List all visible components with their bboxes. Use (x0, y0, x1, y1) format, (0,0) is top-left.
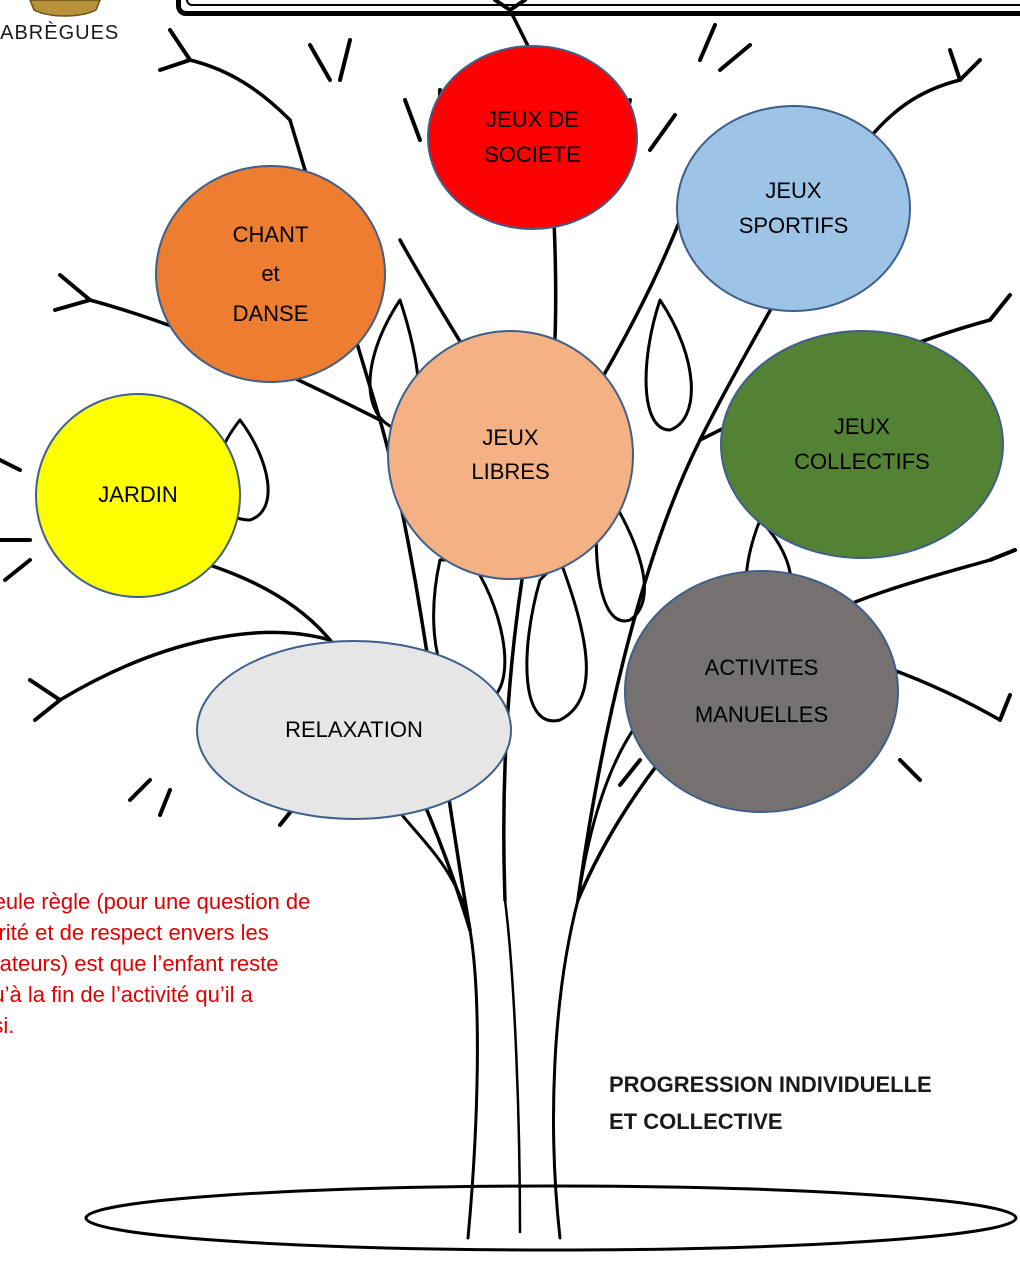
bubble-label-line: JEUX (833, 414, 891, 440)
bubble-jardin: JARDIN (35, 393, 241, 598)
progression-text: PROGRESSION INDIVIDUELLE ET COLLECTIVE (609, 1066, 1009, 1140)
rule-line: choisi. (0, 1013, 15, 1038)
tree-trunk (388, 718, 642, 1240)
trunk-inner (503, 898, 522, 1234)
bubble-label-line: et (261, 261, 280, 287)
bubble-label-line: RELAXATION (285, 716, 423, 742)
ground-ellipse (84, 1184, 1018, 1252)
bubble-label-line: ACTIVITES (704, 655, 819, 681)
tree-twigs (0, 0, 1017, 827)
bubble-label-line: CHANT (232, 221, 309, 247)
header-frame-inner (186, 0, 1020, 6)
bubble-label-line: SPORTIFS (738, 212, 849, 238)
logo-emblem (29, 0, 101, 17)
bubble-label-line: COLLECTIFS (794, 448, 930, 474)
bubble-label-line: JEUX DE (486, 107, 579, 133)
rule-text: La seule règle (pour une question de séc… (0, 886, 422, 1041)
bubble-label-line: LIBRES (471, 459, 550, 484)
bubble-jeux-libres: JEUX LIBRES (387, 330, 634, 580)
bubble-label-line: DANSE (232, 300, 309, 326)
header-frame (176, 0, 1020, 16)
bubble-label-line: MANUELLES (694, 701, 829, 727)
bubble-jeux-collectifs: JEUX COLLECTIFS (720, 330, 1004, 559)
bubble-label-line: JEUX (482, 424, 539, 450)
rule-line: jusqu’à la fin de l’activité qu’il a (0, 982, 253, 1007)
bubble-jeux-sportifs: JEUX SPORTIFS (676, 105, 911, 312)
bubble-chant-et-danse: CHANT et DANSE (155, 165, 386, 383)
rule-line: La seule règle (pour une question de (0, 889, 311, 914)
bubble-label-line: JARDIN (98, 482, 178, 508)
progression-line: ET COLLECTIVE (609, 1109, 783, 1134)
bubble-relaxation: RELAXATION (196, 640, 512, 820)
progression-line: PROGRESSION INDIVIDUELLE (609, 1072, 932, 1097)
bubble-jeux-de-societe: JEUX DE SOCIETE (427, 45, 638, 230)
logo-text: FABRÈGUES (0, 22, 120, 44)
bubble-label-line: SOCIETE (484, 141, 581, 167)
rule-line: animateurs) est que l’enfant reste (0, 951, 279, 976)
bubble-label-line: JEUX (765, 178, 822, 204)
bubble-activites-manuelles: ACTIVITES MANUELLES (624, 570, 899, 813)
rule-line: sécurité et de respect envers les (0, 920, 269, 945)
